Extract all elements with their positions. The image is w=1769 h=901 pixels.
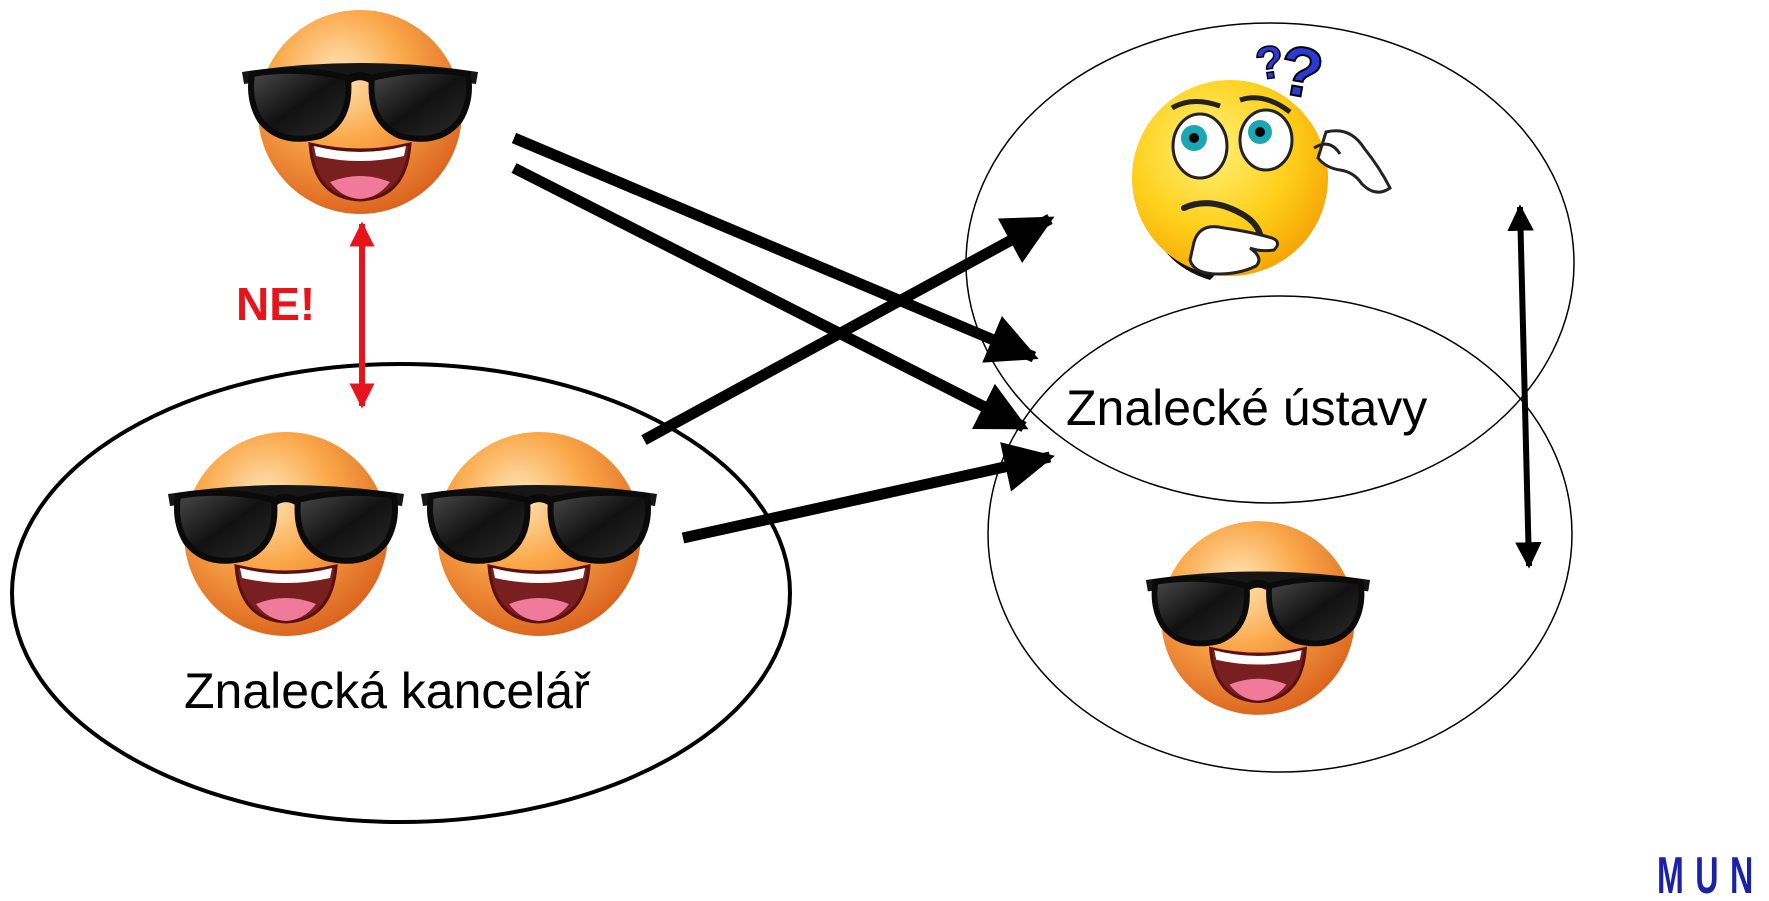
sunglasses-smiley-icon [168, 432, 404, 636]
office-label: Znalecká kancelář [184, 663, 591, 719]
question-mark-small-icon: ? [1252, 34, 1287, 89]
sunglasses-smiley-icon [421, 432, 657, 636]
thinking-smiley-icon: ? ? [1132, 29, 1392, 280]
ne-label: NE! [236, 278, 315, 330]
sunglasses-smiley-icon [1146, 521, 1370, 715]
sunglasses-smiley-icon [242, 10, 478, 214]
mun-logo: M U N [1657, 847, 1755, 901]
arrow-top-face-to-institutes-lower [511, 163, 1029, 432]
office-ellipse [10, 362, 792, 824]
arrow-office-to-thinker [641, 214, 1055, 445]
right-double-arrow [1507, 204, 1542, 569]
arrow-top-face-to-institutes-upper [511, 132, 1039, 363]
institutes-label: Znalecké ústavy [1066, 380, 1427, 436]
bottom-right-ellipse [987, 295, 1573, 773]
arrow-office-to-institute-member [681, 442, 1055, 544]
